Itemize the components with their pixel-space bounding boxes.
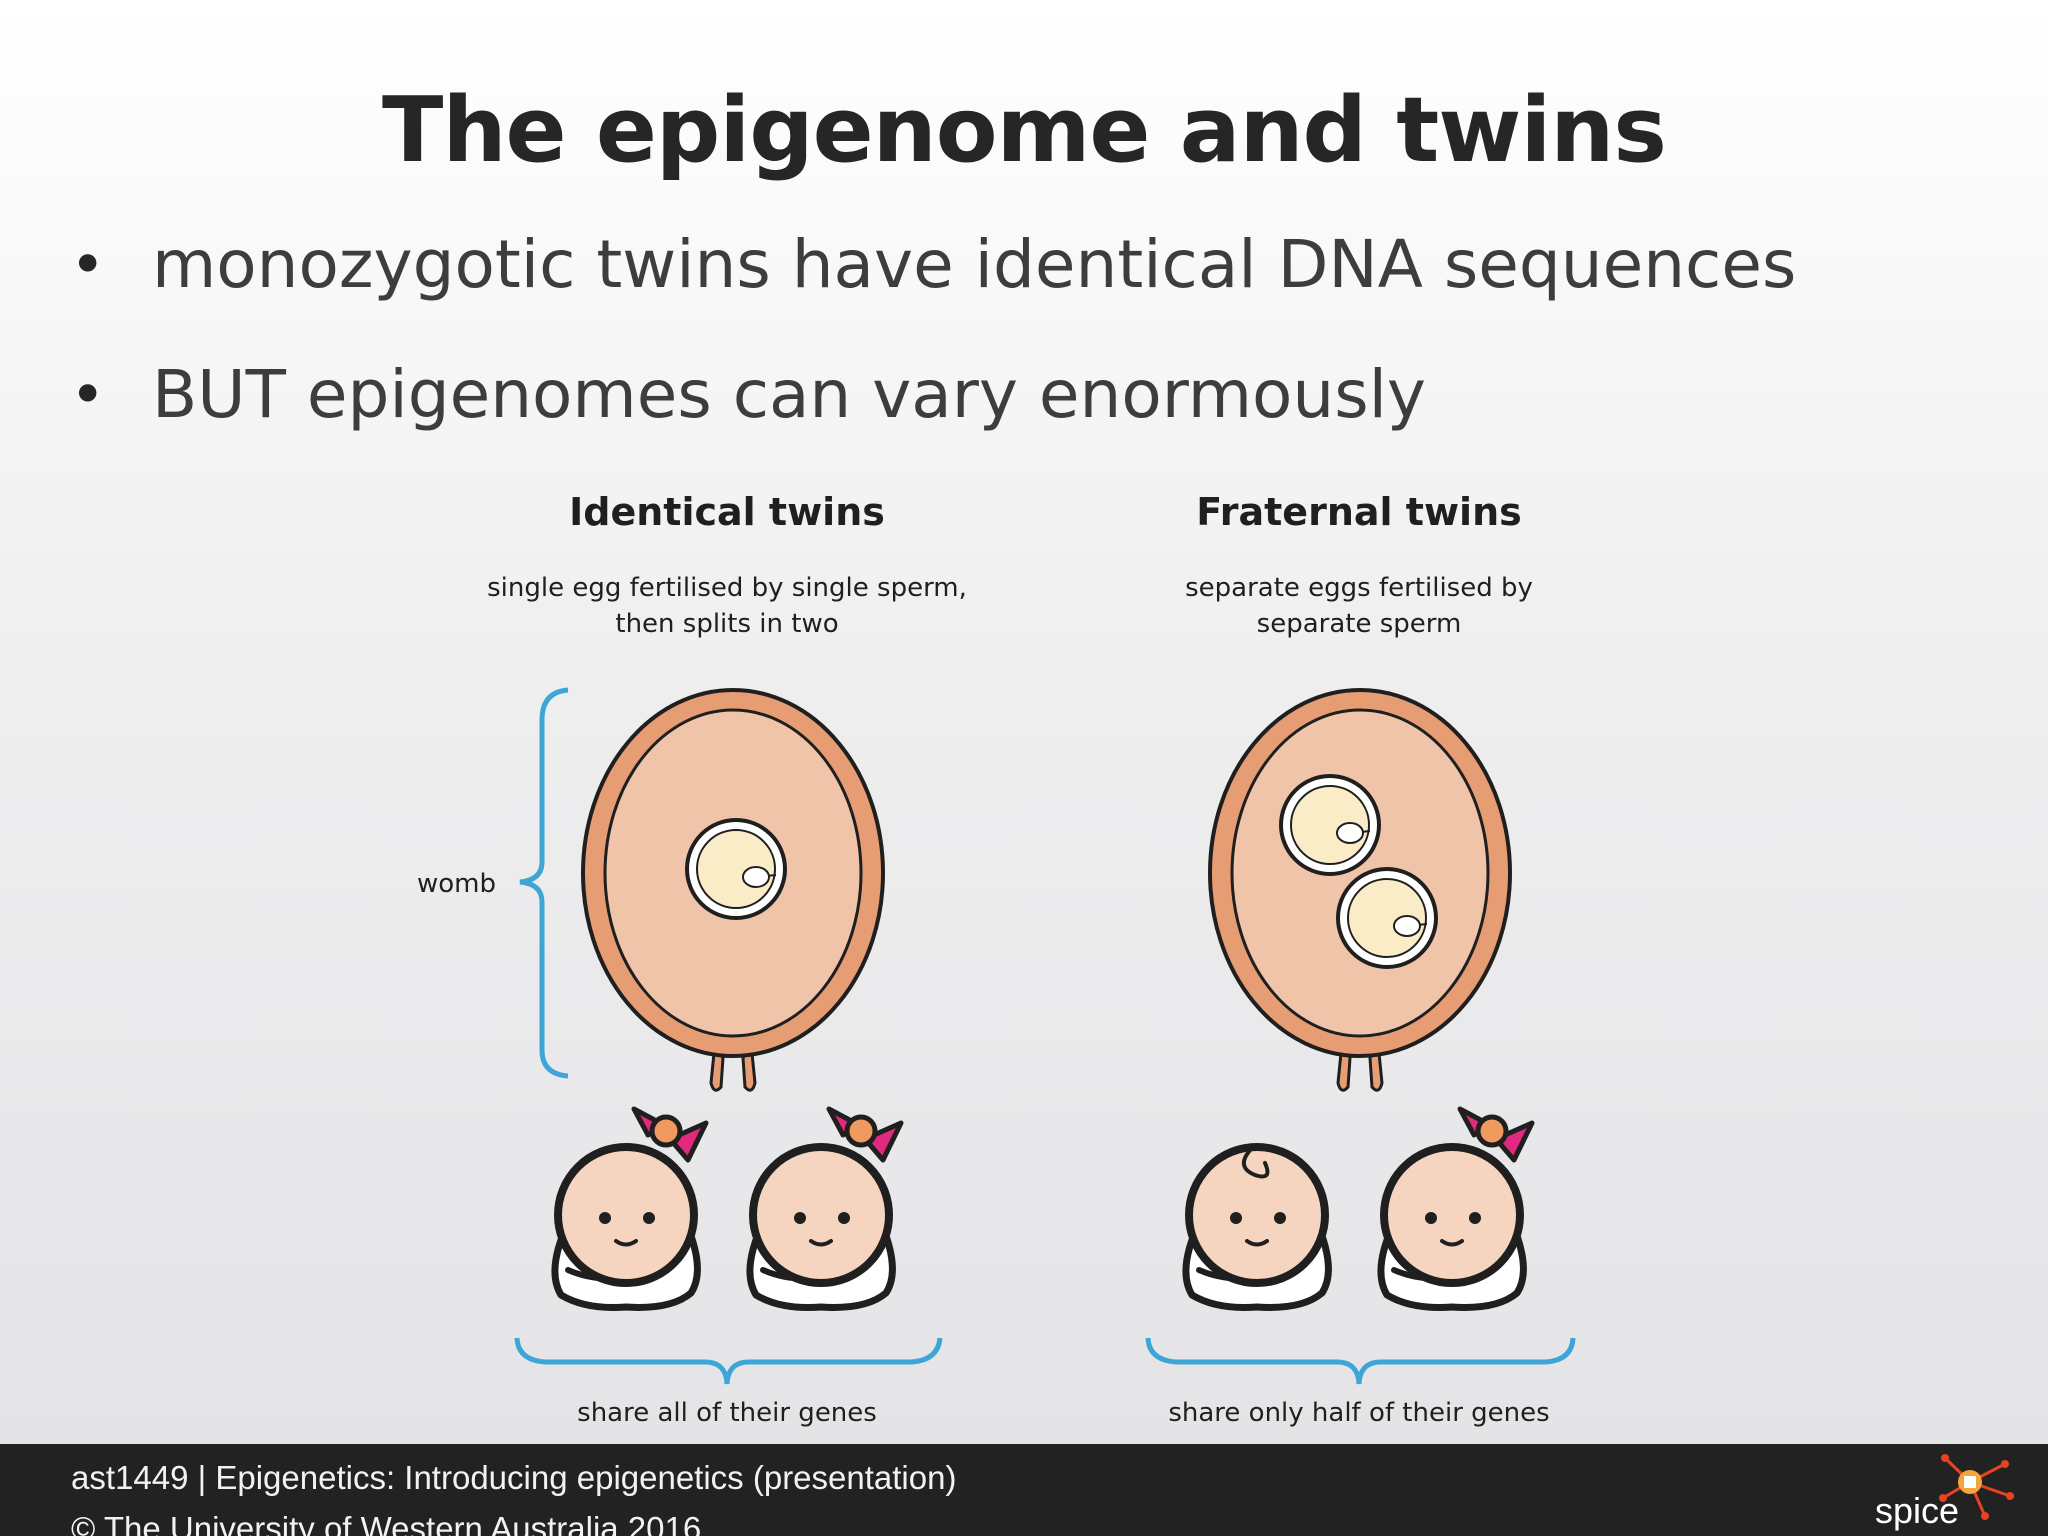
identical-baby-girl-1-icon [555,1109,706,1308]
bullet-text: monozygotic twins have identical DNA seq… [152,226,1797,303]
fraternal-baby-girl-icon [1381,1109,1532,1308]
fraternal-egg-2-icon [1336,867,1438,969]
footer-bar: ast1449 | Epigenetics: Introducing epige… [0,1444,2048,1536]
identical-share-bracket [514,1337,943,1385]
bullet-item: • BUT epigenomes can vary enormously [70,350,1970,480]
identical-desc-line2: then splits in two [615,609,838,639]
fraternal-share-label: share only half of their genes [1168,1398,1549,1428]
fraternal-share-bracket [1145,1337,1576,1385]
identical-heading: Identical twins [569,490,885,534]
spice-star-icon [1939,1454,2014,1520]
twins-diagram: Identical twins single egg fertilised by… [417,490,1576,1428]
bullet-dot-icon: • [70,230,106,300]
bullet-text: BUT epigenomes can vary enormously [152,356,1426,433]
spice-logo: spice [1865,1452,2015,1532]
footer-copyright: © The University of Western Australia 20… [71,1510,702,1536]
womb-bracket [519,687,569,1079]
bullet-item: • monozygotic twins have identical DNA s… [70,220,1970,350]
fraternal-baby-boy-icon [1186,1147,1329,1308]
identical-desc-line1: single egg fertilised by single sperm, [487,573,967,603]
fraternal-desc-line1: separate eggs fertilised by [1185,573,1533,603]
identical-baby-girl-2-icon [750,1109,901,1308]
identical-egg-icon [685,818,787,920]
fraternal-egg-1-icon [1279,774,1381,876]
womb-label: womb [417,869,496,899]
fraternal-desc-line2: separate sperm [1257,609,1462,639]
identical-share-label: share all of their genes [577,1398,877,1428]
logo-text: spice [1875,1490,1960,1531]
footer-course-info: ast1449 | Epigenetics: Introducing epige… [71,1459,957,1496]
bullet-list: • monozygotic twins have identical DNA s… [70,220,1970,480]
bullet-dot-icon: • [70,360,106,430]
slide-title: The epigenome and twins [382,78,1667,183]
fraternal-heading: Fraternal twins [1196,490,1522,534]
